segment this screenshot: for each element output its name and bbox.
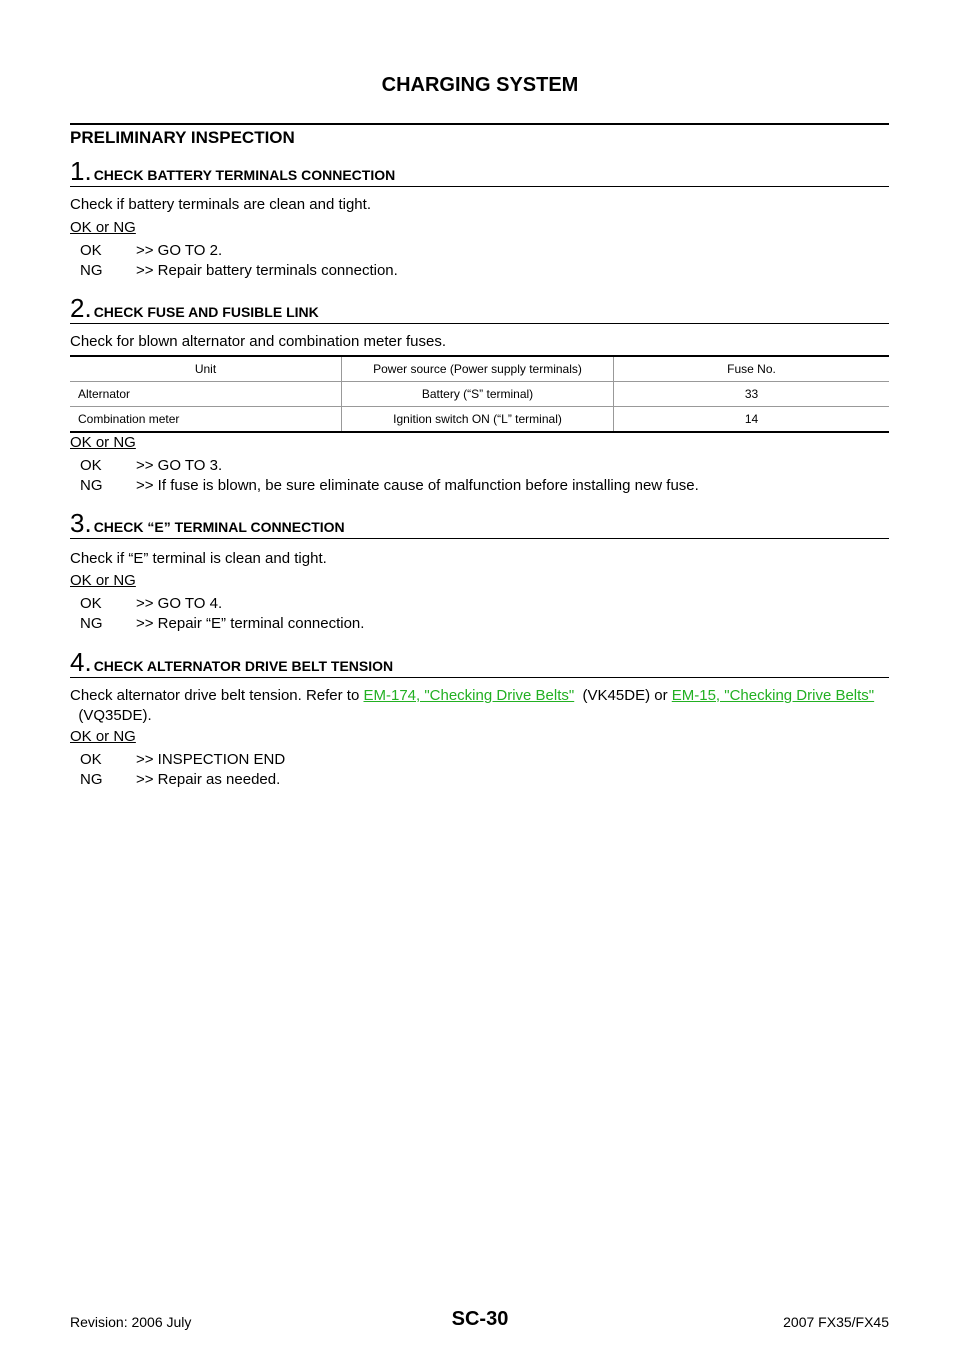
result-ok: OK >> GO TO 4. xyxy=(80,594,364,614)
result-ng: NG >> Repair battery terminals connectio… xyxy=(80,261,398,281)
result-text: >> If fuse is blown, be sure eliminate c… xyxy=(136,477,699,494)
step-2-heading: 2. CHECK FUSE AND FUSIBLE LINK xyxy=(70,295,889,324)
table-cell: 33 xyxy=(744,387,759,401)
result-code: OK xyxy=(80,595,102,612)
footer-page-number: SC-30 xyxy=(451,1308,509,1330)
step-4-text-mid: (VK45DE) or xyxy=(574,687,672,704)
step-2-text: Check for blown alternator and combinati… xyxy=(70,333,447,350)
result-code: NG xyxy=(80,477,103,494)
link-em-15[interactable]: EM-15, "Checking Drive Belts" xyxy=(671,687,875,704)
table-cell: Battery (“S” terminal) xyxy=(341,381,614,407)
result-text: >> INSPECTION END xyxy=(136,751,286,768)
result-code: NG xyxy=(80,262,103,279)
header-rule xyxy=(70,123,889,125)
step-4-results: OK >> INSPECTION END NG >> Repair as nee… xyxy=(80,750,285,790)
table-header-cell: Fuse No. xyxy=(613,356,889,382)
step-1-text: Check if battery terminals are clean and… xyxy=(70,196,371,213)
footer-model: 2007 FX35/FX45 xyxy=(783,1314,889,1330)
result-text: >> GO TO 2. xyxy=(136,242,223,259)
okng-label: OK or NG xyxy=(70,572,136,589)
table-cell: Ignition switch ON (“L” terminal) xyxy=(341,406,614,432)
step-4-text-pre: Check alternator drive belt tension. Ref… xyxy=(70,687,364,704)
step-number: 3. xyxy=(70,508,92,538)
result-code: NG xyxy=(80,615,103,632)
table-cell: 14 xyxy=(744,412,759,426)
table-row: Alternator Battery (“S” terminal) 33 xyxy=(70,381,889,407)
step-rule xyxy=(70,186,889,187)
result-text: >> GO TO 4. xyxy=(136,595,223,612)
step-3-results: OK >> GO TO 4. NG >> Repair “E” terminal… xyxy=(80,594,364,634)
table-header-cell: Power source (Power supply terminals) xyxy=(341,356,614,382)
okng-label: OK or NG xyxy=(70,434,136,451)
table-cell: Alternator xyxy=(70,381,342,407)
okng-label: OK or NG xyxy=(70,219,136,236)
result-ok: OK >> GO TO 2. xyxy=(80,241,398,261)
page-title: CHARGING SYSTEM xyxy=(381,74,579,96)
table-header-row: Unit Power source (Power supply terminal… xyxy=(70,356,889,382)
okng-label: OK or NG xyxy=(70,728,136,745)
step-number: 2. xyxy=(70,293,92,323)
step-number: 1. xyxy=(70,156,92,186)
step-rule xyxy=(70,323,889,324)
result-ok: OK >> GO TO 3. xyxy=(80,456,699,476)
result-text: >> Repair battery terminals connection. xyxy=(136,262,398,279)
step-3-text: Check if “E” terminal is clean and tight… xyxy=(70,550,327,567)
step-rule xyxy=(70,538,889,539)
step-title: CHECK FUSE AND FUSIBLE LINK xyxy=(93,304,319,320)
step-1-results: OK >> GO TO 2. NG >> Repair battery term… xyxy=(80,241,398,281)
step-title: CHECK BATTERY TERMINALS CONNECTION xyxy=(93,167,396,183)
footer-revision: Revision: 2006 July xyxy=(70,1314,192,1330)
result-text: >> Repair “E” terminal connection. xyxy=(136,615,365,632)
result-code: OK xyxy=(80,457,102,474)
table-header-cell: Unit xyxy=(70,356,342,382)
step-4-text: Check alternator drive belt tension. Ref… xyxy=(70,686,889,726)
result-ng: NG >> Repair “E” terminal connection. xyxy=(80,614,364,634)
fuse-table: Unit Power source (Power supply terminal… xyxy=(70,355,889,433)
link-em-174[interactable]: EM-174, "Checking Drive Belts" xyxy=(363,687,575,704)
result-ng: NG >> If fuse is blown, be sure eliminat… xyxy=(80,476,699,496)
step-rule xyxy=(70,677,889,678)
step-2-results: OK >> GO TO 3. NG >> If fuse is blown, b… xyxy=(80,456,699,496)
step-3-heading: 3. CHECK “E” TERMINAL CONNECTION xyxy=(70,510,889,539)
table-row: Combination meter Ignition switch ON (“L… xyxy=(70,406,889,432)
step-4-text-post: (VQ35DE). xyxy=(70,707,152,724)
step-1-heading: 1. CHECK BATTERY TERMINALS CONNECTION xyxy=(70,158,889,187)
result-text: >> GO TO 3. xyxy=(136,457,223,474)
result-text: >> Repair as needed. xyxy=(136,771,281,788)
section-title: PRELIMINARY INSPECTION xyxy=(70,128,295,147)
result-ok: OK >> INSPECTION END xyxy=(80,750,285,770)
result-code: OK xyxy=(80,242,102,259)
result-code: OK xyxy=(80,751,102,768)
table-cell: Combination meter xyxy=(70,406,342,432)
step-title: CHECK ALTERNATOR DRIVE BELT TENSION xyxy=(93,658,394,674)
step-title: CHECK “E” TERMINAL CONNECTION xyxy=(93,519,345,535)
result-code: NG xyxy=(80,771,103,788)
result-ng: NG >> Repair as needed. xyxy=(80,770,285,790)
step-4-heading: 4. CHECK ALTERNATOR DRIVE BELT TENSION xyxy=(70,649,889,678)
step-number: 4. xyxy=(70,647,92,677)
